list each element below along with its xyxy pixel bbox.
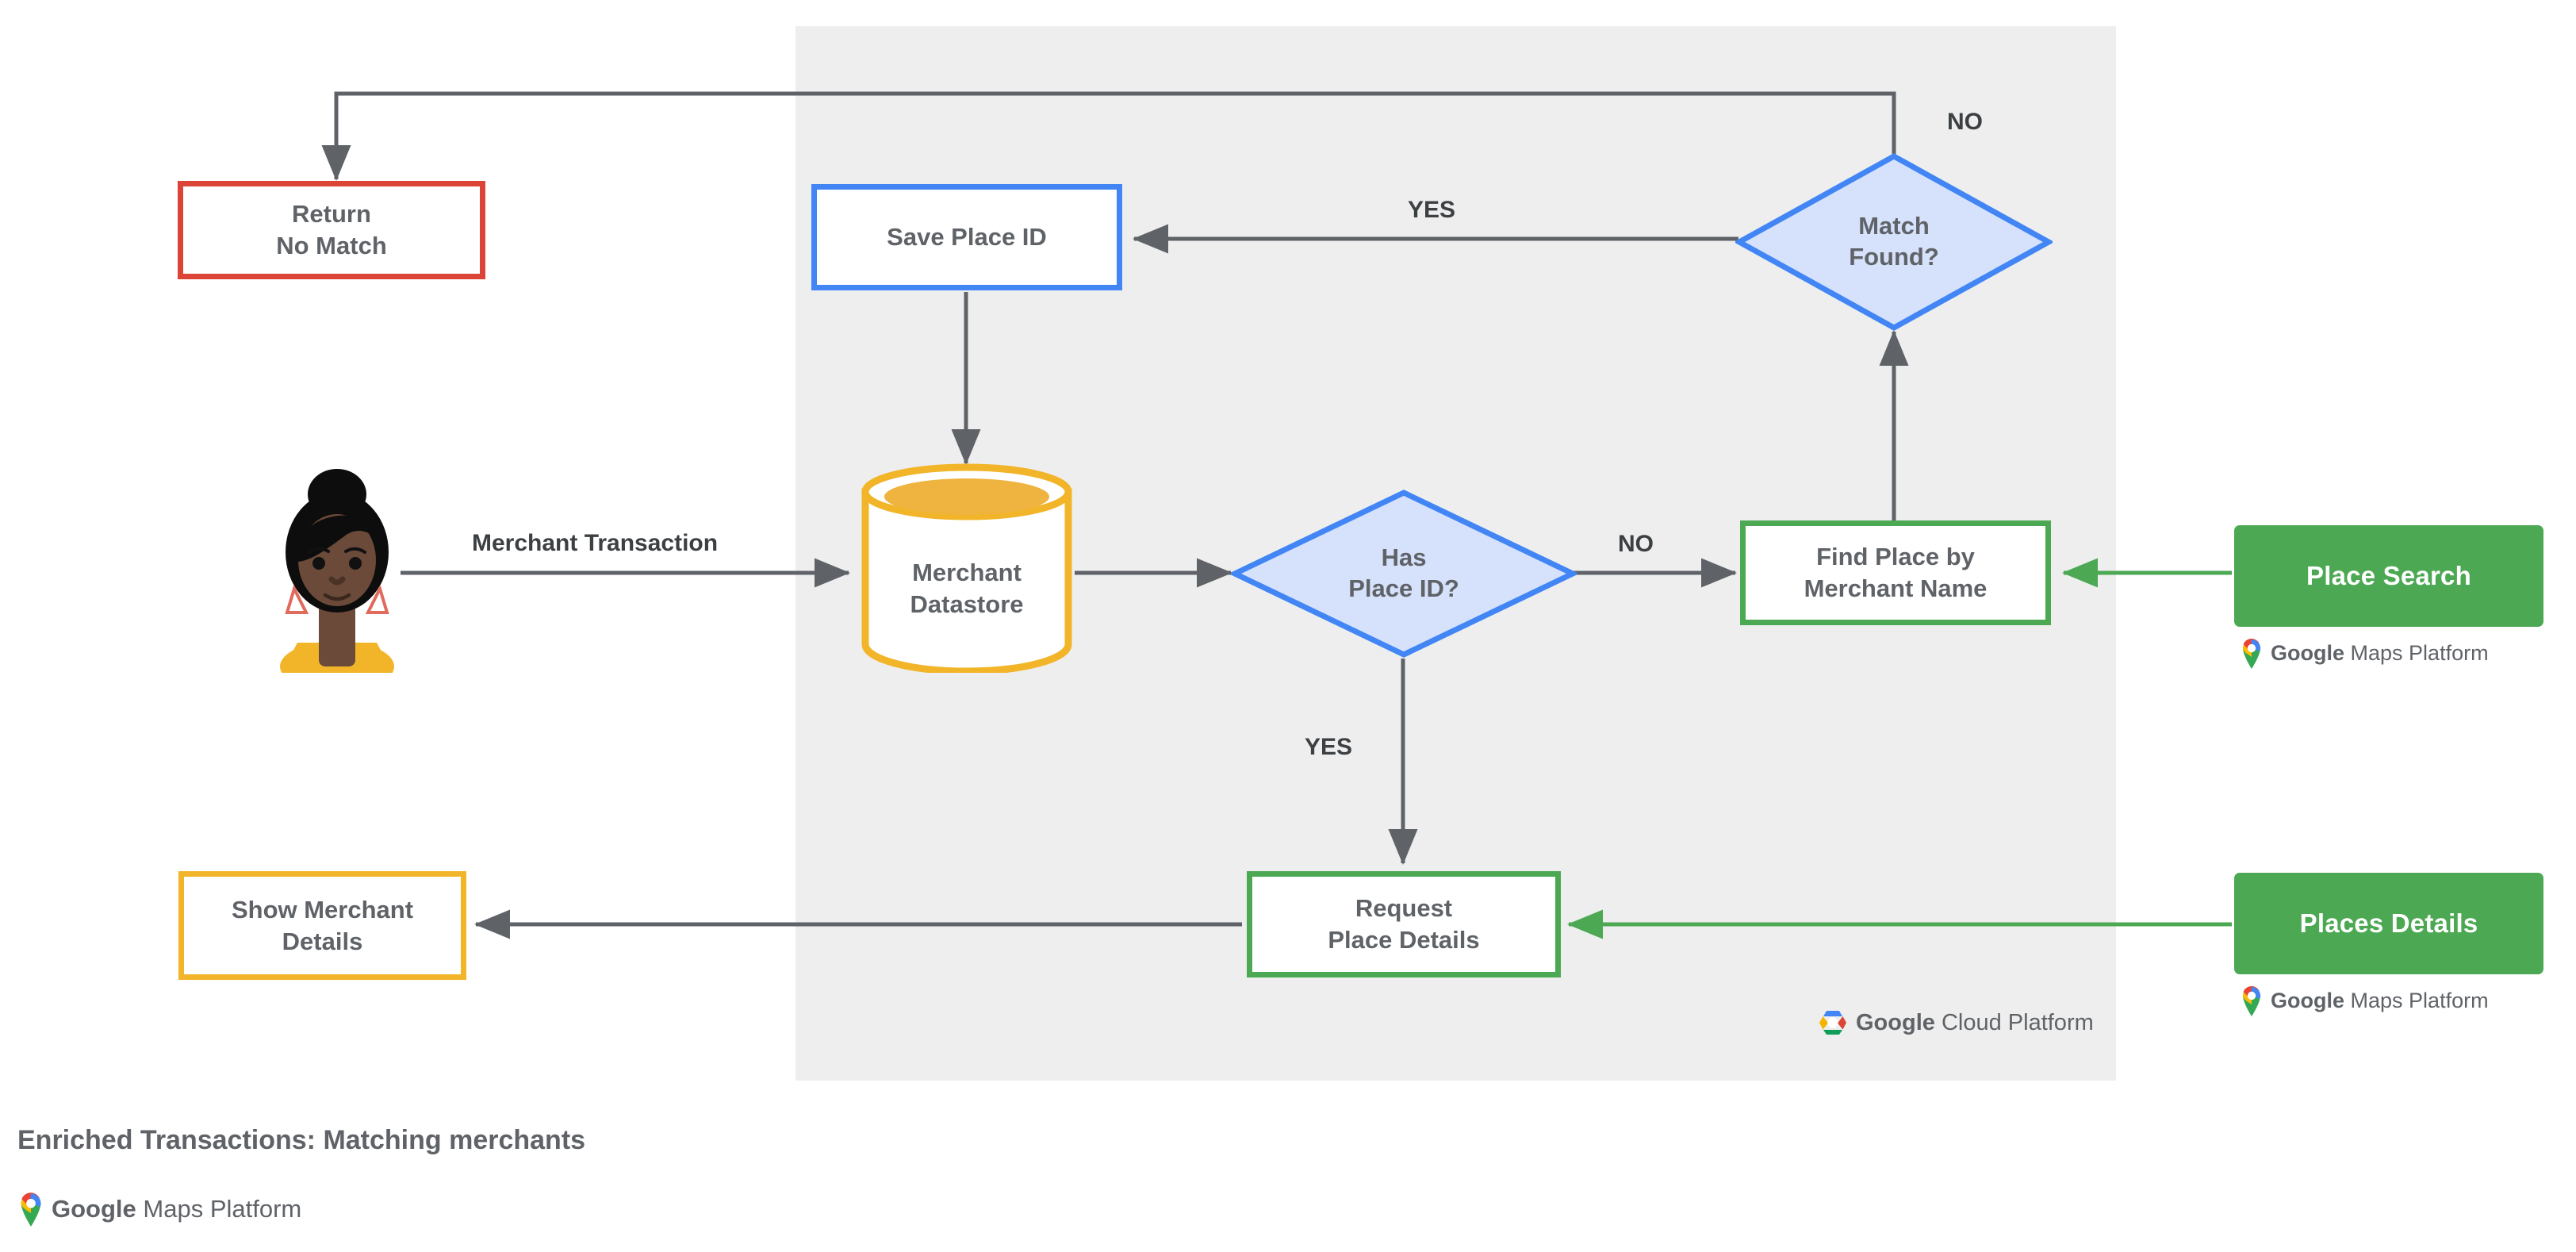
node-show-merchant-details-label: Show Merchant Details — [231, 895, 414, 955]
has-place-id-diamond-shape — [1231, 490, 1577, 658]
node-find-place-by-merchant-name[interactable]: Find Place by Merchant Name — [1740, 520, 2051, 625]
google-maps-platform-lockup-footer: Google Maps Platform — [17, 1190, 301, 1227]
node-show-merchant-details[interactable]: Show Merchant Details — [178, 871, 466, 980]
gmp-lockup-text: Google Maps Platform — [2271, 640, 2489, 665]
datastore-cylinder-shape — [861, 463, 1072, 673]
node-save-place-id-label: Save Place ID — [887, 223, 1047, 252]
edge-label-merchant-transaction: Merchant Transaction — [472, 530, 719, 556]
node-places-details[interactable]: Places Details — [2234, 873, 2543, 974]
node-merchant-datastore-label: Merchant Datastore — [910, 559, 1024, 618]
node-merchant-datastore[interactable]: Merchant Datastore — [861, 463, 1073, 673]
gmp-lockup-text: Google Maps Platform — [52, 1194, 302, 1223]
node-match-found[interactable]: Match Found? — [1735, 152, 2053, 332]
node-has-place-id[interactable]: Has Place ID? — [1231, 489, 1577, 659]
google-cloud-hexagon-icon — [1819, 1011, 1846, 1035]
node-save-place-id[interactable]: Save Place ID — [811, 184, 1122, 290]
google-maps-platform-lockup-place-search: Google Maps Platform — [2240, 636, 2489, 670]
google-maps-pin-icon — [2243, 638, 2261, 669]
customer-avatar — [262, 459, 412, 692]
node-places-details-label: Places Details — [2299, 908, 2478, 938]
node-place-search-label: Place Search — [2306, 561, 2471, 590]
google-maps-platform-lockup-places-details: Google Maps Platform — [2240, 984, 2489, 1017]
node-request-place-details[interactable]: Request Place Details — [1247, 871, 1561, 977]
edge-label-has-place-id-yes: YES — [1305, 734, 1353, 760]
edge-label-match-found-yes: YES — [1408, 197, 1456, 223]
node-return-no-match[interactable]: Return No Match — [178, 181, 485, 279]
node-return-no-match-label: Return No Match — [276, 200, 387, 259]
edge-label-has-place-id-no: NO — [1618, 531, 1654, 557]
page-title: Enriched Transactions: Matching merchant… — [17, 1125, 586, 1155]
match-found-diamond-shape — [1735, 152, 2053, 332]
node-place-search[interactable]: Place Search — [2234, 525, 2543, 627]
google-maps-pin-icon — [2243, 985, 2261, 1016]
node-request-place-details-label: Request Place Details — [1328, 894, 1480, 954]
gcp-lockup-text: Google Cloud Platform — [1856, 1009, 2094, 1035]
node-find-place-by-merchant-name-label: Find Place by Merchant Name — [1804, 543, 1988, 602]
edge-label-match-found-no: NO — [1947, 109, 1983, 135]
gmp-lockup-text: Google Maps Platform — [2271, 988, 2489, 1012]
google-cloud-platform-lockup: Google Cloud Platform — [1818, 1009, 2094, 1036]
google-maps-pin-icon — [21, 1192, 41, 1227]
